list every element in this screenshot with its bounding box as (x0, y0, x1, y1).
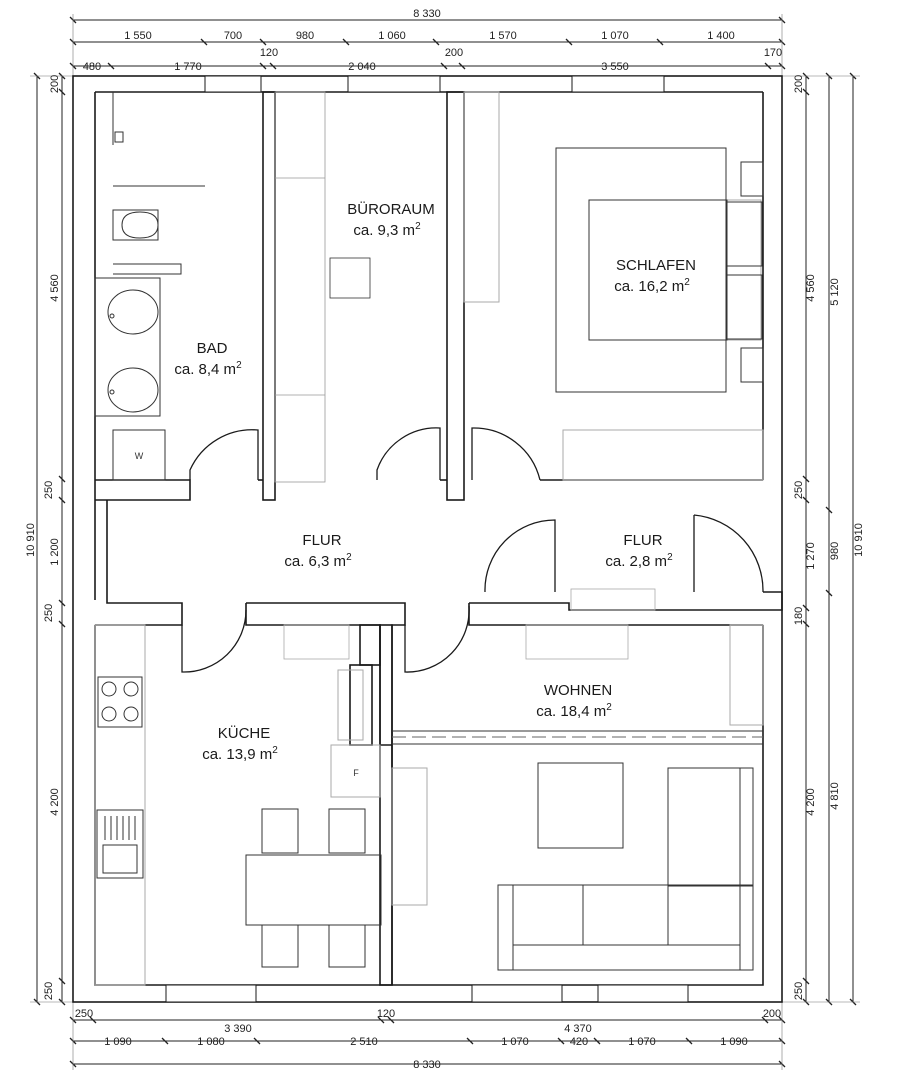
dim-top-120: 120 (260, 47, 278, 59)
extension-lines (30, 14, 860, 1070)
kitchen-fixtures (94, 624, 382, 986)
room-name: KÜCHE (218, 724, 271, 742)
dim-right-980: 980 (829, 542, 841, 560)
dimension-labels-right: 200 4 560 250 1 270 180 4 200 250 5 120 … (793, 75, 865, 1000)
dim-top-170: 170 (764, 47, 782, 59)
dim-right-250b: 250 (793, 982, 805, 1000)
room-name: BAD (197, 340, 228, 357)
dim-top-7: 1 400 (707, 30, 735, 42)
room-label-kueche: KÜCHE ca. 13,9 m2 (202, 724, 278, 763)
room-label-bad: BAD ca. 8,4 m2 (174, 340, 242, 378)
dim-bottom-4370: 4 370 (564, 1023, 592, 1035)
dim-right-4810: 4 810 (829, 782, 841, 810)
room-name: WOHNEN (544, 682, 612, 699)
dim-bottom-420: 420 (570, 1036, 588, 1048)
dim-bottom-3390: 3 390 (224, 1023, 252, 1035)
dim-right-1270: 1 270 (805, 542, 817, 570)
doors (181, 427, 764, 673)
room-area: ca. 9,3 m2 (353, 221, 421, 239)
dim-top-2040: 2 040 (348, 61, 376, 73)
dimension-labels-top: 8 330 1 550 700 980 1 060 1 570 1 070 1 … (83, 8, 782, 73)
dim-bottom-1090a: 1 090 (104, 1036, 132, 1048)
room-name: FLUR (623, 532, 662, 549)
dim-bottom-120: 120 (377, 1008, 395, 1020)
dim-top-1770: 1 770 (174, 61, 202, 73)
dimension-labels-bottom: 250 3 390 120 4 370 200 1 090 1 080 2 51… (75, 1008, 781, 1071)
dim-bottom-1070b: 1 070 (628, 1036, 656, 1048)
dim-bottom-total: 8 330 (413, 1059, 441, 1071)
room-area: ca. 16,2 m2 (614, 277, 690, 295)
room-label-flur-2: FLUR ca. 2,8 m2 (605, 532, 673, 570)
room-name: BÜRORAUM (347, 200, 435, 218)
dim-bottom-200: 200 (763, 1008, 781, 1020)
dim-top-1: 1 550 (124, 30, 152, 42)
dim-right-4200: 4 200 (805, 788, 817, 816)
dimension-ticks (33, 16, 857, 1068)
dim-top-5: 1 570 (489, 30, 517, 42)
dim-bottom-1070a: 1 070 (501, 1036, 529, 1048)
dim-left-total: 10 910 (25, 523, 37, 557)
dim-right-180: 180 (793, 607, 805, 625)
dim-right-250a: 250 (793, 481, 805, 499)
room-area: ca. 2,8 m2 (605, 552, 673, 570)
dim-bottom-250: 250 (75, 1008, 93, 1020)
room-label-flur-1: FLUR ca. 6,3 m2 (284, 532, 352, 570)
washer-mark: W (135, 451, 144, 461)
dim-right-total: 10 910 (853, 523, 865, 557)
fridge-mark: F (353, 768, 359, 778)
dim-bottom-1080: 1 080 (197, 1036, 225, 1048)
bedroom-furniture (463, 91, 764, 481)
room-label-bueroraum: BÜRORAUM ca. 9,3 m2 (347, 200, 435, 239)
dimension-lines (36, 19, 854, 1065)
dim-right-4560: 4 560 (805, 274, 817, 302)
room-name: FLUR (302, 532, 341, 549)
dim-bottom-1090b: 1 090 (720, 1036, 748, 1048)
room-label-wohnen: WOHNEN ca. 18,4 m2 (536, 682, 612, 720)
dim-top-total: 8 330 (413, 8, 441, 20)
dim-top-3: 980 (296, 30, 314, 42)
windows (165, 75, 689, 1003)
dim-top-2: 700 (224, 30, 242, 42)
dim-left-4560: 4 560 (49, 274, 61, 302)
dim-right-200: 200 (793, 75, 805, 93)
room-area: ca. 18,4 m2 (536, 702, 612, 720)
corridor-furniture (283, 588, 656, 660)
dim-top-480: 480 (83, 61, 101, 73)
dim-right-5120: 5 120 (829, 278, 841, 306)
living-furniture (391, 624, 764, 971)
room-area: ca. 8,4 m2 (174, 360, 242, 378)
bathroom-fixtures (94, 92, 205, 481)
dim-bottom-2510: 2 510 (350, 1036, 378, 1048)
dim-top-4: 1 060 (378, 30, 406, 42)
dim-top-3550: 3 550 (601, 61, 629, 73)
dim-left-250b: 250 (43, 604, 55, 622)
room-area: ca. 13,9 m2 (202, 745, 278, 763)
dim-top-200: 200 (445, 47, 463, 59)
dim-left-250c: 250 (43, 982, 55, 1000)
room-name: SCHLAFEN (616, 257, 696, 274)
dim-top-6: 1 070 (601, 30, 629, 42)
office-furniture (274, 91, 371, 483)
room-label-schlafen: SCHLAFEN ca. 16,2 m2 (614, 257, 696, 295)
dimension-labels-left: 10 910 200 4 560 250 1 200 250 4 200 250 (25, 75, 61, 1000)
dim-left-250a: 250 (43, 481, 55, 499)
room-area: ca. 6,3 m2 (284, 552, 352, 570)
dim-left-200: 200 (49, 75, 61, 93)
dim-left-4200: 4 200 (49, 788, 61, 816)
dim-left-1200: 1 200 (49, 538, 61, 566)
